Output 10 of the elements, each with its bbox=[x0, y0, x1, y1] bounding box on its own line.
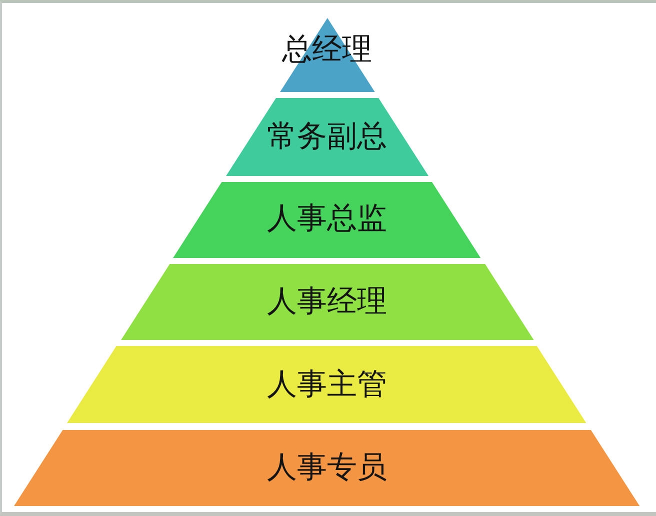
pyramid-tier bbox=[67, 346, 587, 423]
tier-label: 人事主管 bbox=[266, 368, 387, 402]
tier-label: 人事总监 bbox=[266, 202, 387, 236]
pyramid-tier bbox=[226, 98, 428, 176]
tier-label: 人事专员 bbox=[266, 450, 387, 486]
pyramid-tier bbox=[14, 430, 640, 506]
tier-label: 常务副总 bbox=[266, 120, 387, 154]
pyramid-tier bbox=[173, 182, 481, 258]
tier-label: 人事经理 bbox=[266, 284, 387, 320]
pyramid-tier bbox=[120, 264, 534, 340]
